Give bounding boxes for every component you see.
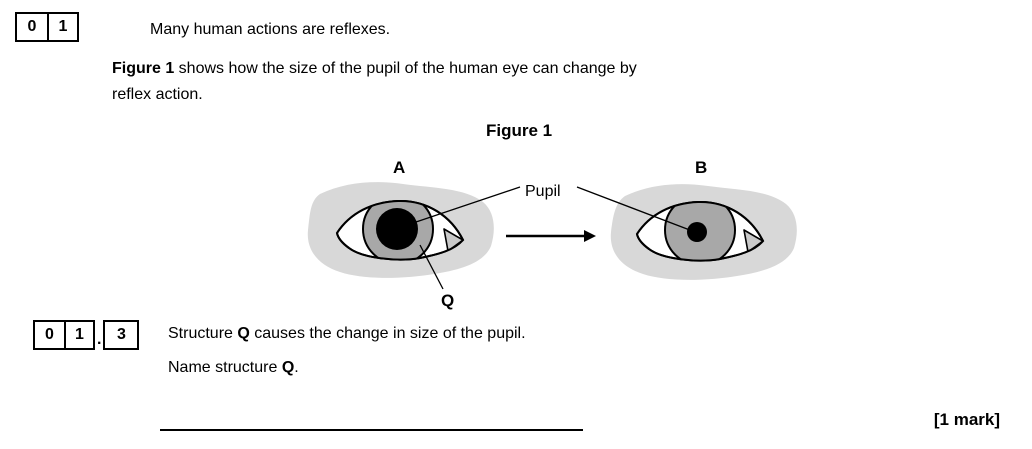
q-label: Q: [441, 291, 454, 310]
eye-b-outline: [635, 200, 765, 262]
eye-a-pupil: [376, 208, 418, 250]
pupil-pointer-line-b: [576, 186, 696, 233]
sub-question-digit: 1: [64, 322, 93, 348]
sub-question-number-box: 0 1: [33, 320, 95, 350]
statement-post: causes the change in size of the pupil.: [249, 325, 526, 342]
sub-question-part-digit: 3: [117, 326, 126, 343]
question-number-digit: 1: [47, 14, 77, 40]
figure-intro-rest: shows how the size of the pupil of the h…: [174, 60, 637, 77]
eye-a: [307, 182, 494, 278]
pupil-label: Pupil: [525, 183, 561, 200]
intro-text: Many human actions are reflexes.: [150, 21, 391, 38]
figure-intro-line1: Figure 1 shows how the size of the pupil…: [112, 60, 637, 78]
figure-1-diagram: A B Pupil Q: [307, 158, 797, 310]
statement-pre: Structure: [168, 325, 238, 342]
sub-question-part-box: 3: [103, 320, 140, 350]
figure-intro-line2: reflex action.: [112, 86, 203, 103]
eye-b-pupil: [687, 222, 707, 242]
sub-question-number-group: 0 1 . 3: [33, 320, 140, 350]
eye-a-label: A: [393, 158, 405, 177]
answer-line: [160, 429, 583, 431]
question-number-digit: 0: [27, 18, 37, 35]
sub-question-separator: .: [97, 331, 102, 348]
question-number-box: 0 1: [15, 12, 79, 42]
sub-question-statement: Structure Q causes the change in size of…: [168, 325, 526, 343]
prompt-post: .: [294, 359, 299, 376]
change-arrow-icon: [506, 230, 596, 242]
statement-bold-q: Q: [237, 325, 250, 342]
prompt-pre: Name structure: [168, 359, 282, 376]
eye-a-outline: [335, 199, 465, 261]
figure-title: Figure 1: [486, 121, 553, 140]
figure-intro-bold: Figure 1: [112, 60, 175, 77]
marks-tag: [1 mark]: [933, 410, 1000, 429]
sub-question-prompt: Name structure Q.: [168, 359, 299, 377]
sub-question-digit: 0: [45, 326, 54, 343]
prompt-bold-q: Q: [281, 359, 295, 376]
q-pointer-line: [419, 244, 444, 290]
pupil-pointer-line-a: [415, 186, 521, 223]
eye-b-label: B: [695, 158, 707, 177]
eye-b: [610, 184, 797, 280]
